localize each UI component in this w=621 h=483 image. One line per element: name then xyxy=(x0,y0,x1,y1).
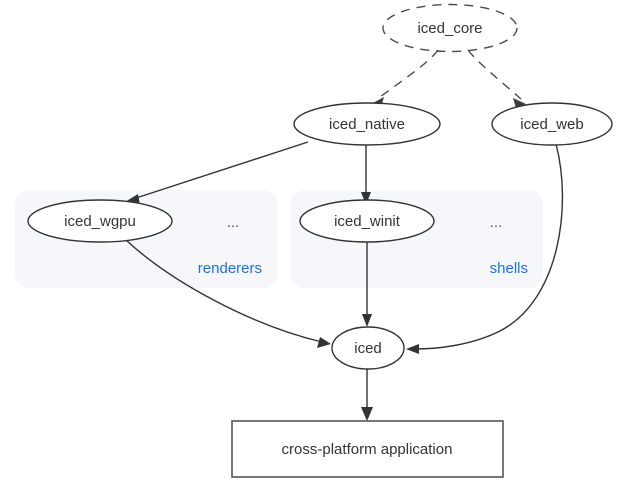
application-box xyxy=(231,420,504,478)
iced-native-ellipse xyxy=(293,102,441,146)
iced-wgpu-ellipse xyxy=(27,199,173,243)
arrowhead-wgpu-to-iced xyxy=(317,337,331,348)
node-iced[interactable]: iced xyxy=(331,326,405,370)
node-iced-winit[interactable]: iced_winit xyxy=(299,199,435,243)
arrowhead-winit-to-iced xyxy=(362,314,372,327)
application-label: cross-platform application xyxy=(282,441,453,458)
edge-native-to-wgpu xyxy=(132,141,309,200)
edge-core-to-web xyxy=(467,49,522,100)
cluster-shells-label: shells xyxy=(490,260,528,277)
iced-native-label: iced_native xyxy=(329,116,405,133)
edge-wgpu-to-iced xyxy=(125,239,323,343)
iced-winit-ellipse xyxy=(299,199,435,243)
arrowhead-web-to-iced xyxy=(406,344,419,354)
edge-core-to-native xyxy=(375,49,439,101)
node-application[interactable]: cross-platform application xyxy=(231,420,504,478)
iced-ellipse xyxy=(331,326,405,370)
cluster-renderers-label: renderers xyxy=(198,260,262,277)
shells-ellipsis: ... xyxy=(490,214,503,231)
node-iced-native[interactable]: iced_native xyxy=(293,102,441,146)
edge-web-to-iced xyxy=(414,143,564,350)
node-iced-web[interactable]: iced_web xyxy=(491,102,613,146)
iced-label: iced xyxy=(354,340,382,357)
arrowhead-native-to-winit xyxy=(361,192,371,205)
iced-wgpu-label: iced_wgpu xyxy=(64,213,136,230)
renderers-ellipsis: ... xyxy=(227,214,240,231)
iced-core-label: iced_core xyxy=(417,20,482,37)
iced-web-label: iced_web xyxy=(520,116,583,133)
node-iced-wgpu[interactable]: iced_wgpu xyxy=(27,199,173,243)
iced-web-ellipse xyxy=(491,102,613,146)
iced-winit-label: iced_winit xyxy=(334,213,401,230)
arrowhead-iced-to-application xyxy=(361,407,373,421)
node-iced-core[interactable]: iced_core xyxy=(382,3,518,53)
iced-core-ellipse xyxy=(382,3,518,53)
arrowhead-core-to-web xyxy=(513,98,526,108)
